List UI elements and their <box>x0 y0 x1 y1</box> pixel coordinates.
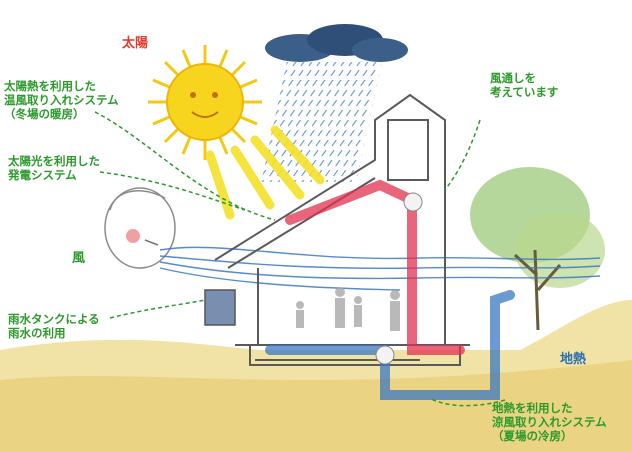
geo-system-line-2: 涼風取り入れシステム <box>492 414 607 429</box>
solar-heat-label: 太陽熱を利用した 温風取り入れシステム （冬場の暖房） <box>4 79 119 121</box>
ground <box>0 300 632 452</box>
leader-lines <box>94 111 506 407</box>
ventilation-label: 風通しを 考えています <box>490 71 559 100</box>
rainwater-label: 雨水タンクによる 雨水の利用 <box>8 312 100 341</box>
ventilation-line-1: 風通しを <box>490 71 536 85</box>
ventilation-line-2: 考えています <box>490 84 559 99</box>
tree <box>470 167 605 331</box>
geothermal-label: 地熱 <box>560 352 587 367</box>
solar-heat-line-3: （冬場の暖房） <box>4 106 85 121</box>
sun-label: 太陽 <box>122 36 149 51</box>
solar-heat-line-2: 温風取り入れシステム <box>4 92 119 107</box>
duct-fan-bottom <box>375 345 395 365</box>
solar-heat-line-1: 太陽熱を利用した <box>4 79 96 93</box>
cool-air-duct <box>265 290 515 400</box>
people <box>296 287 400 331</box>
duct-fan-top <box>403 192 423 212</box>
solar-power-line-1: 太陽光を利用した <box>8 154 100 168</box>
rainwater-line-2: 雨水の利用 <box>8 325 66 340</box>
solar-power-line-2: 発電システム <box>8 167 77 182</box>
sun <box>148 45 262 160</box>
solar-power-label: 太陽光を利用した 発電システム <box>8 154 100 183</box>
wind-label: 風 <box>72 251 86 266</box>
rain-cloud <box>261 24 408 182</box>
rainwater-line-1: 雨水タンクによる <box>8 312 100 326</box>
wind-face <box>104 187 176 269</box>
rain-tank <box>204 289 236 326</box>
geo-system-label: 地熱を利用した 涼風取り入れシステム （夏場の冷房） <box>492 401 607 443</box>
sun-rays <box>205 125 325 220</box>
geo-system-line-3: （夏場の冷房） <box>492 428 573 443</box>
geo-system-line-1: 地熱を利用した <box>492 401 573 415</box>
